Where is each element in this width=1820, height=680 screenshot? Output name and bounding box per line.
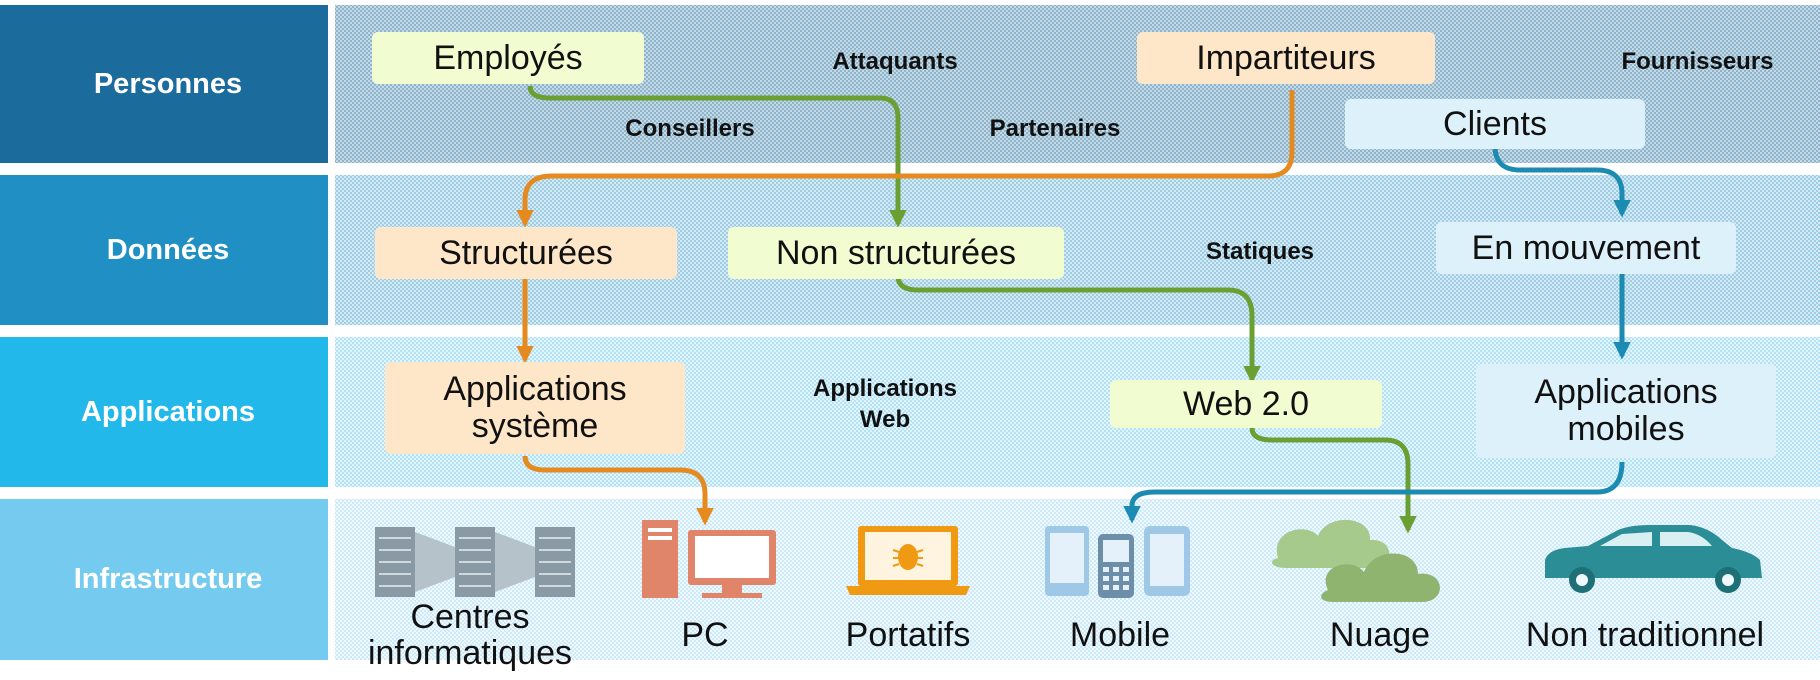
layer-label-personnes: Personnes: [93, 67, 243, 100]
laptop-icon: [846, 526, 970, 595]
node-non-structurees: Non structurées: [728, 227, 1064, 279]
node-structurees: Structurées: [375, 227, 677, 279]
flow-appsysteme-to-pc: [522, 455, 714, 526]
node-fournisseurs: Fournisseurs: [1621, 48, 1774, 75]
node-applications-systeme: Applications système: [385, 362, 685, 454]
applications-systeme-line1: Applications: [443, 370, 627, 409]
layer-label-donnees: Données: [106, 233, 230, 266]
node-applications-web: Applications Web: [765, 373, 1005, 435]
desktop-pc-icon: [642, 520, 776, 598]
server-rack-icon: [375, 527, 575, 597]
donnees-band-bg: [0, 175, 328, 325]
node-employes: Employés: [372, 32, 644, 84]
mobile-devices-icon: [1045, 526, 1190, 598]
node-conseillers: Conseillers: [625, 115, 755, 142]
label-portatifs: Portatifs: [845, 616, 971, 654]
flow-impartiteurs-to-structurees: [516, 90, 1295, 228]
node-applications-mobiles: Applications mobiles: [1476, 364, 1776, 458]
label-non-traditionnel: Non traditionnel: [1525, 616, 1765, 654]
flow-employes-to-nonstructurees: [527, 85, 907, 228]
personnes-band-bg: [0, 5, 328, 163]
label-centres-informatiques: Centres informatiques: [340, 598, 600, 672]
label-pc: PC: [681, 616, 729, 654]
node-statiques: Statiques: [1205, 238, 1315, 265]
layer-label-infrastructure: Infrastructure: [73, 563, 263, 595]
layer-label-applications: Applications: [80, 395, 255, 428]
node-impartiteurs: Impartiteurs: [1137, 32, 1435, 84]
node-web20: Web 2.0: [1110, 380, 1382, 428]
node-attaquants: Attaquants: [832, 48, 958, 75]
applications-mobiles-line1: Applications: [1534, 373, 1718, 412]
applications-web-line2: Web: [859, 406, 911, 434]
node-clients: Clients: [1345, 99, 1645, 149]
flow-nonstructurees-to-web20: [895, 275, 1261, 384]
node-partenaires: Partenaires: [989, 115, 1121, 142]
applications-band-bg: [0, 337, 328, 487]
flow-clients-to-enmouvement: [1492, 145, 1631, 218]
label-nuage: Nuage: [1329, 616, 1431, 654]
flow-appmobiles-to-mobile: [1123, 461, 1625, 524]
flow-web20-to-nuage: [1249, 427, 1417, 534]
applications-systeme-line2: système: [471, 407, 599, 445]
applications-web-line1: Applications: [812, 375, 957, 402]
infrastructure-band-bg: [0, 499, 328, 660]
label-mobile: Mobile: [1069, 616, 1171, 654]
centres-line1: Centres: [410, 598, 530, 636]
centres-line2: informatiques: [367, 633, 573, 672]
applications-mobiles-line2: mobiles: [1567, 410, 1685, 448]
car-icon: [1545, 525, 1762, 593]
node-en-mouvement: En mouvement: [1436, 222, 1736, 274]
cloud-icon: [1271, 519, 1440, 602]
